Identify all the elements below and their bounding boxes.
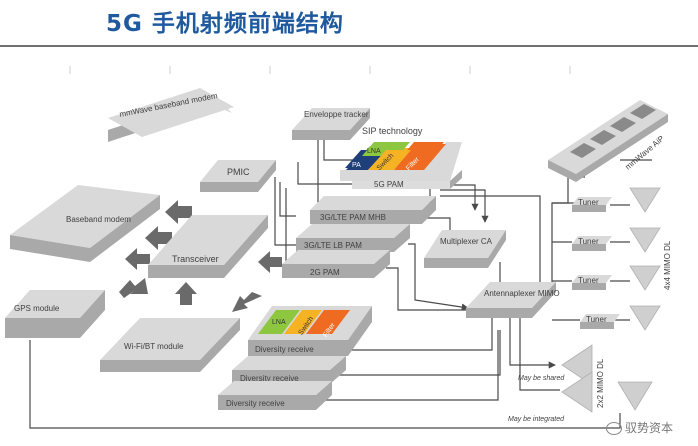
antennaplexer-label: Antennaplexer MIMO: [484, 289, 560, 298]
lna-chip-label-div: LNA: [272, 319, 286, 326]
antennaplexer-block: Antennaplexer MIMO: [466, 282, 560, 318]
wifi-bt-label: Wi-Fi/BT module: [124, 342, 184, 351]
pam-mhb-label: 3G/LTE PAM MHB: [320, 213, 386, 222]
multiplexer-block: Multiplexer CA: [424, 230, 506, 268]
pam-lb-label: 3G/LTE LB PAM: [304, 241, 362, 250]
chip-filter-div: [306, 310, 350, 334]
baseband-label: Baseband modem: [66, 215, 131, 224]
chip-lna-div: [258, 310, 300, 334]
chip-filter-sip-top: [394, 144, 446, 170]
signal-wires: [29, 140, 652, 429]
may-be-shared-label: May be shared: [518, 375, 565, 382]
mimo-2x2-label: 2x2 MIMO DL: [596, 358, 605, 408]
tuner-label-3: Tuner: [578, 276, 599, 285]
watermark: 驭势资本: [606, 419, 673, 436]
guide-lines: [69, 66, 571, 74]
antenna-4x4-4: [629, 305, 661, 331]
diversity-stack: LNA Switch Filter Diversity receive Dive…: [218, 306, 372, 410]
multiplexer-label: Multiplexer CA: [440, 237, 493, 246]
pa-chip-label: PA: [352, 162, 361, 169]
chip-pa-sip-top: [346, 156, 381, 170]
tuners: Tuner Tuner Tuner Tuner: [572, 197, 620, 329]
antenna-4x4-3: [629, 265, 661, 291]
pam-2g-block: 2G PAM: [282, 250, 390, 278]
sip-module: SIP technology LNA PA Switch Filter 5G P…: [340, 126, 462, 189]
antenna-2x2-1: [561, 344, 593, 386]
arrow-diversity: [232, 292, 262, 312]
arrow-baseband-3: [125, 248, 150, 270]
pam-lb-block: 3G/LTE LB PAM: [296, 224, 410, 252]
sip-technology-label: SIP technology: [362, 126, 423, 136]
antennas: [561, 187, 661, 413]
chip-switch-div: [284, 310, 322, 334]
arrow-baseband-2: [145, 226, 172, 250]
tuner-label-4: Tuner: [586, 315, 607, 324]
baseband-block: Baseband modem: [10, 185, 160, 262]
wifi-bt-block: Wi-Fi/BT module: [100, 318, 240, 372]
envelope-tracker-block: Enveloppe tracker: [292, 108, 370, 140]
pmic-label: PMIC: [227, 167, 250, 177]
gps-label: GPS module: [14, 304, 60, 313]
envelope-tracker-label: Enveloppe tracker: [304, 110, 369, 119]
arrow-baseband-1: [165, 200, 192, 224]
mmwave-baseband-block: mmWave baseband modem: [108, 88, 234, 142]
tuner-label-1: Tuner: [578, 198, 599, 207]
pam-mhb-block: 3G/LTE PAM MHB: [310, 196, 436, 224]
arrow-gps: [119, 278, 148, 298]
mimo-4x4-label: 4x4 MIMO DL: [663, 240, 672, 290]
arrow-pam-to-transceiver: [258, 251, 282, 273]
title-divider: [0, 45, 698, 47]
chip-switch-sip-top: [368, 150, 412, 170]
antenna-4x4-1: [629, 187, 661, 213]
antenna-2x2-2: [561, 371, 593, 413]
pmic-block: PMIC: [200, 160, 276, 192]
page-title: 5G 手机射频前端结构: [106, 11, 344, 37]
wechat-icon: [606, 422, 622, 435]
gps-block: GPS module: [5, 290, 105, 338]
diversity-receive-label-3: Diversity receive: [226, 399, 285, 408]
mmwave-aip-block: mmWave AiP: [548, 100, 668, 182]
watermark-text: 驭势资本: [625, 421, 674, 435]
diversity-receive-label-2: Diversity receive: [240, 374, 299, 383]
antenna-extra: [617, 381, 653, 411]
transceiver-block: Transceiver: [148, 215, 268, 278]
tuner-label-2: Tuner: [578, 237, 599, 246]
may-be-integrated-label: May be integrated: [508, 416, 565, 423]
diversity-receive-label-1: Diversity receive: [255, 345, 314, 354]
arrow-wifi: [175, 282, 197, 305]
antenna-4x4-2: [629, 227, 661, 253]
pam-2g-label: 2G PAM: [310, 268, 340, 277]
flow-arrows: [119, 200, 282, 312]
lna-chip-label-sip: LNA: [367, 148, 381, 155]
pam-5g-label: 5G PAM: [374, 180, 404, 189]
transceiver-label: Transceiver: [172, 254, 219, 264]
